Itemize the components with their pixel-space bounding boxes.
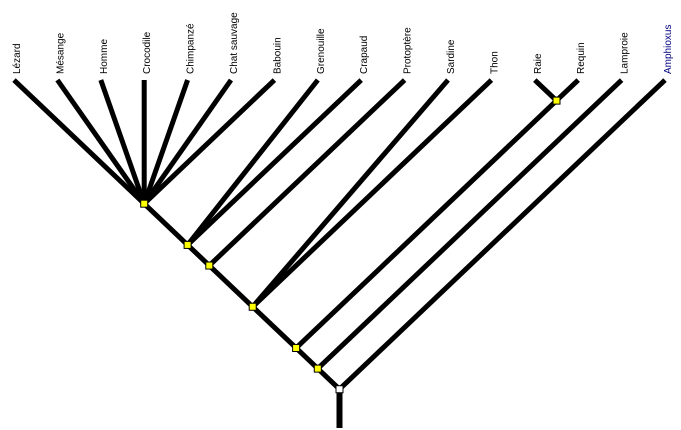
node-marker-n-vertebrates bbox=[313, 364, 322, 373]
branch-n-sarcopterygii bbox=[207, 263, 255, 309]
branch-n-osteichthyes bbox=[250, 304, 298, 350]
node-marker-n-sarcopterygii bbox=[205, 261, 214, 270]
node-marker-n-tetrapods bbox=[140, 199, 149, 208]
taxon-label-crapaud: Crapaud bbox=[359, 36, 370, 74]
branch-homme bbox=[98, 79, 147, 205]
branch-lamproie bbox=[316, 78, 624, 371]
taxon-label-chat-sauvage: Chat sauvage bbox=[229, 12, 240, 74]
node-marker-n-osteichthyes bbox=[248, 302, 257, 311]
node-marker-n-root bbox=[335, 385, 344, 394]
branch-lezard bbox=[12, 78, 146, 206]
tree-branches bbox=[12, 78, 667, 428]
branch-amphioxus bbox=[337, 78, 667, 392]
node-marker-n-chondrichthyes bbox=[552, 96, 561, 105]
branch-grenouille bbox=[185, 78, 320, 247]
taxon-label-mesange: Mésange bbox=[55, 32, 66, 74]
branch-crapaud bbox=[185, 78, 363, 247]
taxon-label-lezard: Lézard bbox=[12, 43, 23, 74]
branch-thon bbox=[250, 78, 494, 309]
branch-mesange bbox=[55, 78, 147, 206]
taxon-label-chimpanze: Chimpanzé bbox=[186, 23, 197, 74]
taxon-label-raie: Raie bbox=[533, 53, 544, 74]
taxon-label-protoptere: Protoptère bbox=[403, 27, 414, 74]
taxon-label-lamproie: Lamproie bbox=[620, 32, 631, 74]
taxon-label-requin: Requin bbox=[576, 42, 587, 74]
taxon-label-amphioxus: Amphioxus bbox=[663, 25, 674, 74]
tree-nodes bbox=[140, 96, 561, 394]
branch-chat-sauvage bbox=[142, 78, 234, 206]
branch-sardine bbox=[250, 78, 450, 309]
taxon-label-homme: Homme bbox=[99, 39, 110, 74]
branch-protoptere bbox=[207, 78, 407, 268]
taxon-label-crocodile: Crocodile bbox=[142, 31, 153, 74]
taxon-label-babouin: Babouin bbox=[272, 37, 283, 74]
branch-babouin bbox=[142, 78, 277, 206]
branch-chimpanze bbox=[141, 79, 190, 205]
taxon-label-sardine: Sardine bbox=[446, 39, 457, 74]
taxon-label-grenouille: Grenouille bbox=[316, 28, 327, 74]
branch-n-tetrapods bbox=[142, 201, 190, 247]
taxon-labels: Lézard Mésange Homme Crocodile Chimpanzé Chat… bbox=[12, 12, 674, 74]
node-marker-n-amphibians bbox=[183, 240, 192, 249]
taxon-label-thon: Thon bbox=[489, 51, 500, 74]
branch-n-chondrichthyes bbox=[294, 98, 559, 350]
node-marker-n-gnathostomes bbox=[292, 343, 301, 352]
